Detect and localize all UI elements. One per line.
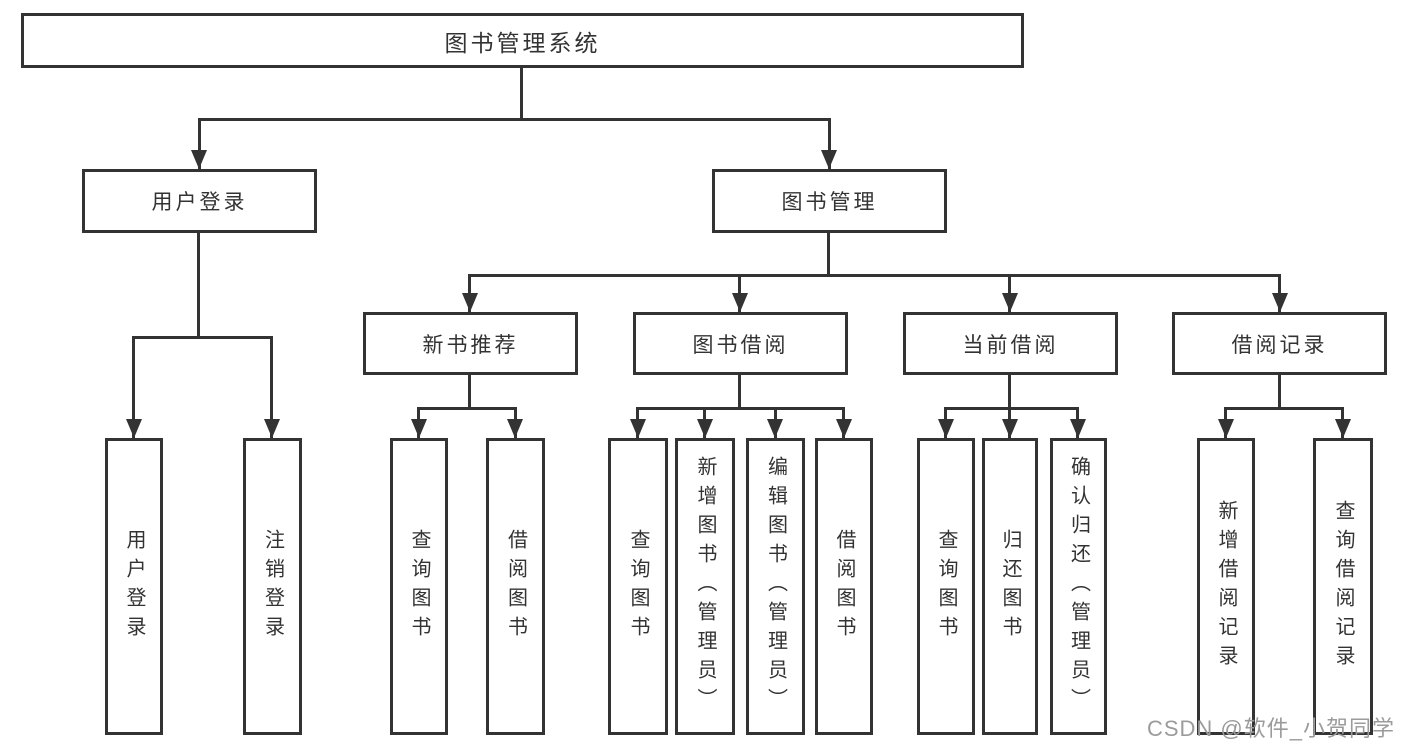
node-book-borrow: 图书借阅 bbox=[633, 312, 848, 375]
edge-user-login-stem bbox=[197, 233, 200, 336]
leaf-user-login: 用户登录 bbox=[105, 438, 163, 735]
node-book-management: 图书管理 bbox=[712, 169, 947, 233]
arrowhead-down bbox=[1272, 293, 1288, 312]
arrowhead-down bbox=[836, 419, 852, 438]
edge-to-user-login bbox=[198, 118, 201, 169]
leaf-return-book: 归还图书 bbox=[982, 438, 1038, 735]
edge-borrow-record-stem bbox=[1278, 375, 1281, 407]
arrowhead-down bbox=[630, 419, 646, 438]
edge-to-logout bbox=[270, 336, 273, 438]
leaf-borrow-book-2: 借阅图书 bbox=[815, 438, 873, 735]
edge-new-book-stem bbox=[468, 375, 471, 407]
arrowhead-down bbox=[462, 293, 478, 312]
leaf-logout: 注销登录 bbox=[243, 438, 302, 735]
node-library-management-system: 图书管理系统 bbox=[21, 13, 1024, 68]
edge-to-login bbox=[132, 336, 135, 438]
arrowhead-down bbox=[1070, 419, 1086, 438]
arrowhead-down bbox=[767, 419, 783, 438]
arrowhead-down bbox=[1335, 419, 1351, 438]
edge-book-borrow-stem bbox=[738, 375, 741, 407]
edge-book-mgmt-branch bbox=[468, 274, 1281, 277]
arrowhead-down bbox=[126, 419, 142, 438]
arrowhead-down bbox=[732, 293, 748, 312]
edge-to-book-management bbox=[828, 118, 831, 169]
leaf-borrow-book-1: 借阅图书 bbox=[486, 438, 545, 735]
leaf-query-book-2: 查询图书 bbox=[608, 438, 668, 735]
edge-new-book-branch bbox=[417, 407, 516, 410]
edge-borrow-record-branch bbox=[1224, 407, 1344, 410]
arrowhead-down bbox=[938, 419, 954, 438]
arrowhead-down bbox=[1218, 419, 1234, 438]
leaf-add-book-admin: 新增图书（管理员） bbox=[675, 438, 735, 735]
leaf-add-borrow-record: 新增借阅记录 bbox=[1197, 438, 1255, 735]
arrowhead-down bbox=[411, 419, 427, 438]
leaf-confirm-return-admin: 确认归还（管理员） bbox=[1050, 438, 1107, 735]
node-current-borrow: 当前借阅 bbox=[903, 312, 1118, 375]
watermark: CSDN @软件_小贺同学 bbox=[1146, 716, 1395, 741]
arrowhead-down bbox=[1002, 419, 1018, 438]
node-new-book-recommend: 新书推荐 bbox=[363, 312, 578, 375]
leaf-edit-book-admin: 编辑图书（管理员） bbox=[746, 438, 805, 735]
arrowhead-down bbox=[821, 150, 837, 169]
arrowhead-down bbox=[1002, 293, 1018, 312]
arrowhead-down bbox=[264, 419, 280, 438]
edge-current-borrow-stem bbox=[1008, 375, 1011, 407]
arrowhead-down bbox=[507, 419, 523, 438]
leaf-query-book-3: 查询图书 bbox=[917, 438, 975, 735]
node-user-login-group: 用户登录 bbox=[82, 169, 317, 233]
edge-current-borrow-branch bbox=[944, 407, 1079, 410]
leaf-query-book-1: 查询图书 bbox=[390, 438, 448, 735]
edge-user-login-branch bbox=[132, 336, 273, 339]
arrowhead-down bbox=[697, 419, 713, 438]
edge-book-mgmt-stem bbox=[827, 233, 830, 274]
arrowhead-down bbox=[191, 150, 207, 169]
node-borrow-record: 借阅记录 bbox=[1172, 312, 1387, 375]
leaf-query-borrow-record: 查询借阅记录 bbox=[1313, 438, 1373, 735]
edge-book-borrow-branch bbox=[636, 407, 845, 410]
edge-root-stem bbox=[520, 68, 523, 118]
edge-root-branch bbox=[198, 118, 831, 121]
